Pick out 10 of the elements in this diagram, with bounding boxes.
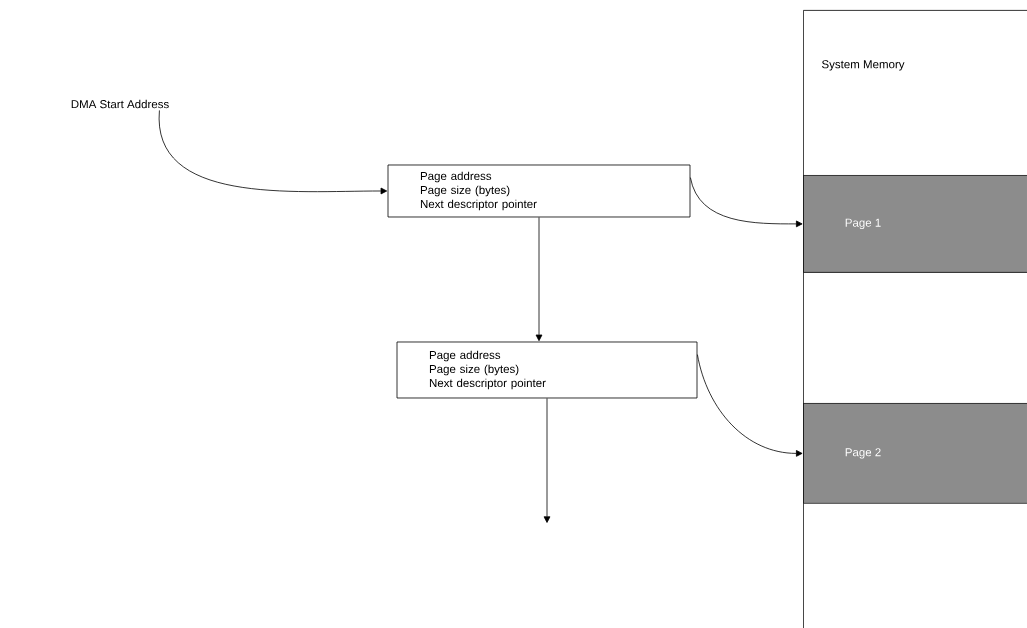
page-band: Page 2 bbox=[803, 403, 1027, 504]
start-label: DMA Start Address bbox=[71, 99, 169, 109]
arrow bbox=[697, 354, 803, 457]
page-band: Page 1 bbox=[803, 175, 1027, 273]
arrow bbox=[543, 398, 551, 523]
descriptor-box: Page address Page size (bytes) Next descriptor pointer bbox=[387, 164, 691, 218]
arrow bbox=[690, 177, 803, 228]
arrow bbox=[535, 217, 543, 342]
descriptor-box: Page address Page size (bytes) Next descriptor pointer bbox=[396, 341, 698, 399]
arrow bbox=[159, 110, 388, 195]
